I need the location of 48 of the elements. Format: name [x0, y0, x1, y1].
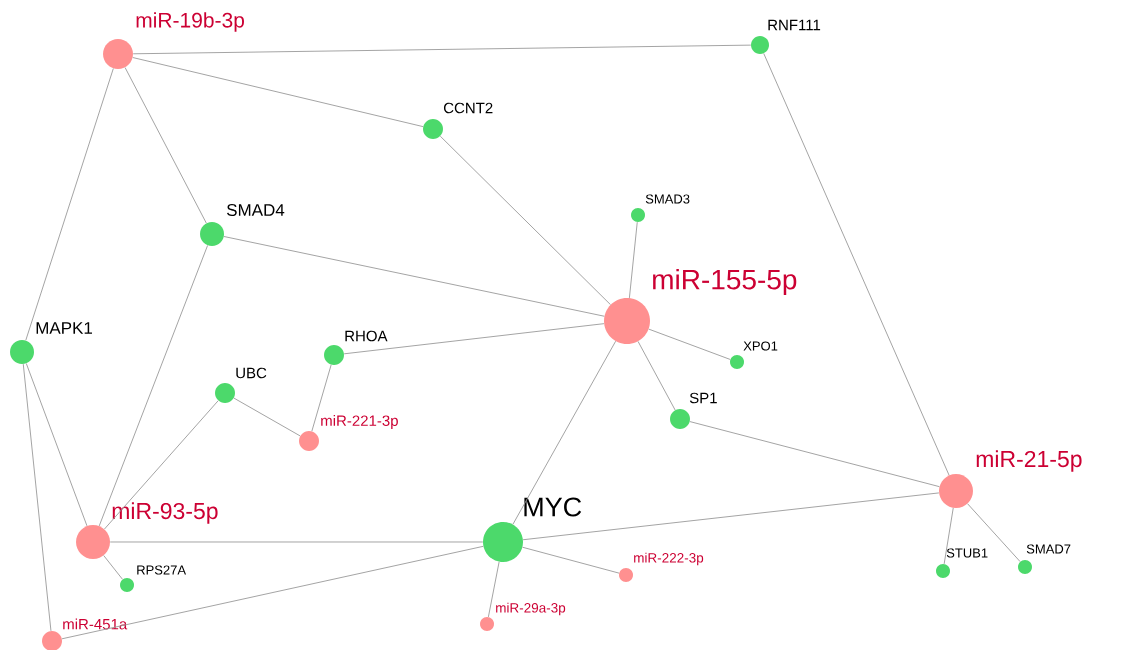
node-label: miR-93-5p — [112, 502, 218, 524]
connector-line — [763, 52, 950, 476]
node-label: miR-222-3p — [634, 552, 704, 566]
node-label: RHOA — [345, 330, 388, 342]
connector-line — [487, 561, 500, 618]
node-label: CCNT2 — [443, 102, 493, 114]
node-label: SMAD4 — [227, 204, 285, 216]
node-label: miR-221-3p — [321, 415, 398, 429]
connector-line — [233, 397, 301, 437]
connector-line — [103, 400, 219, 530]
node-label: miR-155-5p — [653, 268, 797, 296]
connector-line — [109, 541, 484, 543]
connector-line — [132, 57, 424, 128]
node-label: miR-451a — [63, 618, 128, 630]
connector-line — [22, 363, 52, 632]
connector-line — [522, 492, 940, 541]
node-label: MAPK1 — [36, 322, 92, 334]
connector-line — [967, 503, 1021, 563]
connector-line — [103, 555, 123, 580]
node-label: RNF111 — [768, 19, 821, 31]
node-label: miR-19b-3p — [136, 12, 244, 32]
connector-line — [311, 364, 332, 432]
connector-line — [628, 221, 638, 299]
node-label: UBC — [236, 367, 267, 379]
connector-line — [25, 362, 88, 527]
connector-line — [61, 545, 484, 640]
connector-line — [98, 244, 209, 527]
connector-line — [648, 328, 731, 360]
connector-line — [522, 546, 620, 574]
node-label: miR-29a-3p — [496, 602, 566, 616]
node-label: miR-21-5p — [976, 450, 1082, 472]
node-label: SMAD3 — [645, 194, 690, 204]
connector-line — [25, 68, 114, 341]
node-label: RPS27A — [137, 565, 187, 575]
node-label: SP1 — [689, 392, 717, 404]
connector-line — [637, 340, 676, 411]
node-label: SMAD7 — [1026, 544, 1071, 554]
node-label: MYC — [524, 497, 582, 517]
connector-line — [439, 135, 611, 306]
connector-line — [512, 340, 617, 525]
connector-line — [124, 67, 207, 224]
connector-line — [943, 507, 954, 565]
connector-line — [343, 323, 605, 355]
connector-line — [132, 44, 752, 55]
node-label: STUB1 — [946, 548, 988, 558]
connector-line — [689, 421, 940, 488]
connector-line — [223, 236, 605, 317]
node-label: XPO1 — [743, 341, 778, 351]
